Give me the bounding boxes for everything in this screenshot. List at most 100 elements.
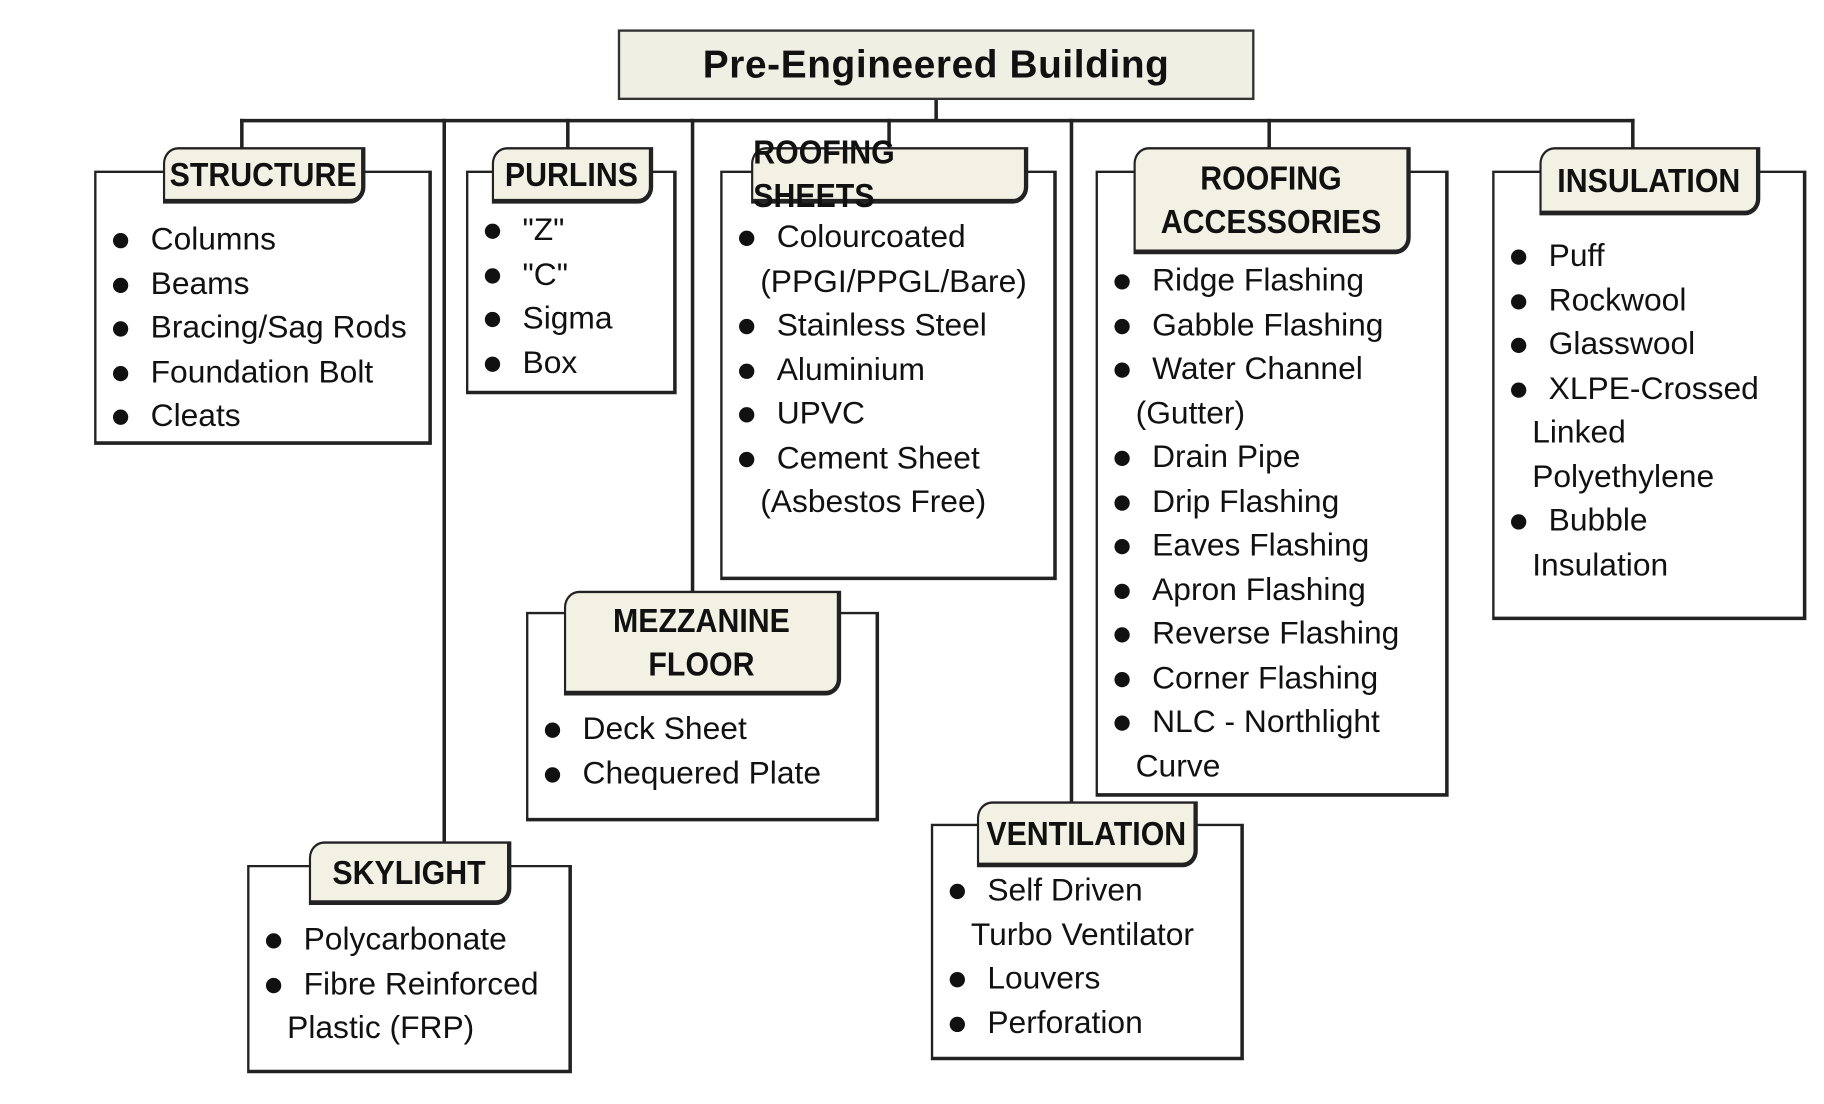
bullet-icon: [112, 277, 129, 293]
item-text: Cement Sheet: [776, 439, 980, 475]
list-item: Drain Pipe: [1098, 435, 1445, 479]
item-text-continued: (Gutter): [1135, 394, 1246, 431]
list-item: Foundation Bolt: [96, 350, 428, 394]
item-text: XLPE-Crossed: [1548, 370, 1759, 406]
bullet-icon: [484, 223, 501, 239]
heading-text: ROOFING SHEETS: [753, 134, 895, 215]
list-item: Rockwool: [1495, 278, 1803, 322]
list-item: Water Channel(Gutter): [1098, 347, 1445, 435]
item-text: Colourcoated: [776, 218, 966, 255]
item-text: Polycarbonate: [303, 921, 507, 957]
connector: [1069, 118, 1074, 805]
bullet-icon: [1114, 671, 1130, 687]
list-item: Perforation: [933, 1001, 1240, 1045]
item-text: UPVC: [776, 395, 865, 431]
heading-text: ACCESSORIES: [1160, 202, 1382, 240]
item-text: Gabble Flashing: [1152, 306, 1384, 342]
bullet-icon: [739, 318, 755, 335]
bullet-icon: [544, 766, 561, 782]
list-item: "C": [468, 252, 673, 296]
heading-text: FLOOR: [648, 645, 755, 682]
item-text: Rockwool: [1548, 281, 1687, 318]
bullet-icon: [1511, 514, 1527, 530]
list-item: Deck Sheet: [528, 707, 875, 751]
item-text-continued: Turbo Ventilator: [970, 916, 1194, 952]
bullet-icon: [1114, 318, 1130, 334]
item-text: Cleats: [150, 397, 241, 434]
bullet-icon: [739, 451, 755, 467]
list-item: Ridge Flashing: [1098, 259, 1445, 303]
bullet-icon: [112, 365, 129, 381]
item-text: "C": [522, 255, 569, 292]
connector: [566, 118, 570, 150]
bullet-icon: [1114, 450, 1130, 467]
bullet-icon: [949, 883, 965, 900]
list-item: Corner Flashing: [1098, 656, 1445, 700]
heading-text: INSULATION: [1557, 161, 1741, 199]
list-item: Bracing/Sag Rods: [96, 306, 428, 350]
list-item: Apron Flashing: [1098, 568, 1445, 612]
item-text: "Z": [522, 211, 565, 248]
item-text: NLC - Northlight: [1152, 703, 1380, 740]
item-text-continued: (Asbestos Free): [760, 483, 987, 519]
heading-text: VENTILATION: [986, 814, 1187, 852]
list-item: Chequered Plate: [528, 751, 875, 795]
item-text: Box: [522, 344, 578, 380]
item-text-continued: Plastic (FRP): [287, 1009, 475, 1045]
roofing-sheets-list: Colourcoated (PPGI/PPGL/Bare) Stainless St…: [723, 215, 1054, 524]
bullet-icon: [112, 321, 129, 337]
item-text: Perforation: [987, 1004, 1143, 1040]
item-text: Corner Flashing: [1152, 659, 1379, 695]
item-text-continued: Curve: [1135, 747, 1221, 784]
connector: [240, 118, 1635, 123]
bullet-icon: [544, 722, 561, 738]
list-item: UPVC: [723, 392, 1054, 436]
item-text: Fibre Reinforced: [303, 965, 539, 1001]
item-text: Glasswool: [1548, 325, 1696, 362]
bullet-icon: [1511, 249, 1527, 265]
root-title: Pre-Engineered Building: [617, 29, 1255, 101]
item-text: Ridge Flashing: [1152, 262, 1365, 298]
list-item: Gabble Flashing: [1098, 303, 1445, 347]
connector: [442, 118, 447, 844]
bullet-icon: [1114, 494, 1130, 511]
bullet-icon: [1114, 627, 1130, 643]
list-item: Box: [468, 341, 673, 385]
heading-text: PURLINS: [504, 155, 638, 193]
roofing-sheets-heading: ROOFING SHEETS: [751, 134, 1029, 214]
item-text: Foundation Bolt: [150, 353, 374, 389]
bullet-icon: [1511, 293, 1527, 309]
bullet-icon: [265, 977, 282, 993]
item-text: Drip Flashing: [1152, 483, 1340, 519]
purlins-heading: PURLINS: [491, 147, 654, 204]
bullet-icon: [1114, 362, 1130, 378]
bullet-icon: [484, 267, 501, 284]
item-text: Bubble: [1548, 502, 1648, 538]
item-text: Puff: [1548, 237, 1605, 274]
item-text-continued: (PPGI/PPGL/Bare): [760, 263, 1027, 299]
bullet-icon: [112, 409, 129, 425]
bullet-icon: [949, 1016, 965, 1032]
bullet-icon: [265, 933, 282, 949]
list-item: Columns: [96, 218, 428, 262]
item-text: Reverse Flashing: [1152, 615, 1400, 651]
list-item: Drip Flashing: [1098, 480, 1445, 524]
bullet-icon: [1114, 715, 1130, 731]
bullet-icon: [1511, 337, 1527, 354]
bullet-icon: [484, 311, 501, 328]
item-text-continued: Polyethylene: [1532, 458, 1715, 494]
item-text: Stainless Steel: [776, 307, 987, 343]
list-item: "Z": [468, 208, 673, 252]
list-item: Reverse Flashing: [1098, 612, 1445, 656]
skylight-heading: SKYLIGHT: [308, 841, 512, 905]
